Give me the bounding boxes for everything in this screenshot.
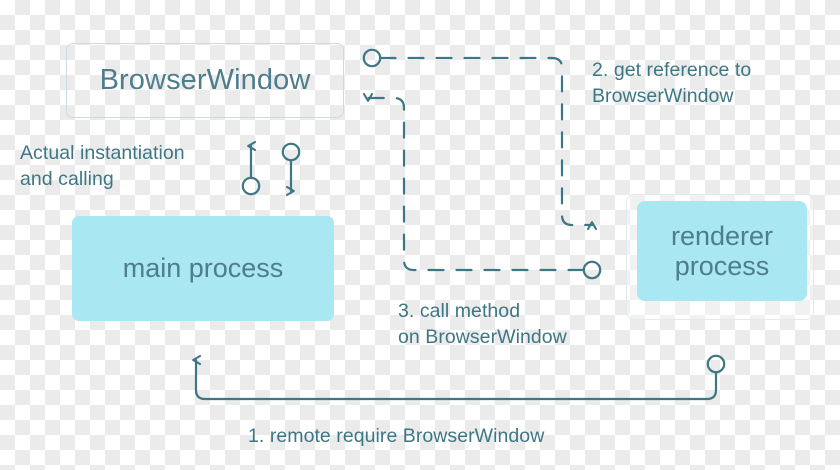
node-browser-window-label: BrowserWindow (99, 64, 311, 96)
node-main-process-label: main process (122, 253, 284, 283)
connector-call-down (281, 142, 301, 191)
connector-instantiate-up (241, 146, 261, 196)
annotation-call-method: 3. call method on BrowserWindow (398, 300, 567, 349)
annotation-remote-require: 1. remote require BrowserWindow (248, 425, 545, 447)
node-renderer-process[interactable]: renderer process (637, 201, 807, 301)
annotation-get-reference: 2. get reference to BrowserWindow (592, 59, 752, 108)
annotation-instantiation: Actual instantiation and calling (20, 142, 185, 191)
node-renderer-process-label: renderer process (670, 220, 774, 281)
connector-get-reference (362, 48, 592, 225)
connector-remote-require (196, 354, 726, 401)
connector-call-method (368, 98, 602, 280)
node-browser-window[interactable]: BrowserWindow (66, 43, 344, 118)
node-main-process[interactable]: main process (72, 216, 334, 321)
